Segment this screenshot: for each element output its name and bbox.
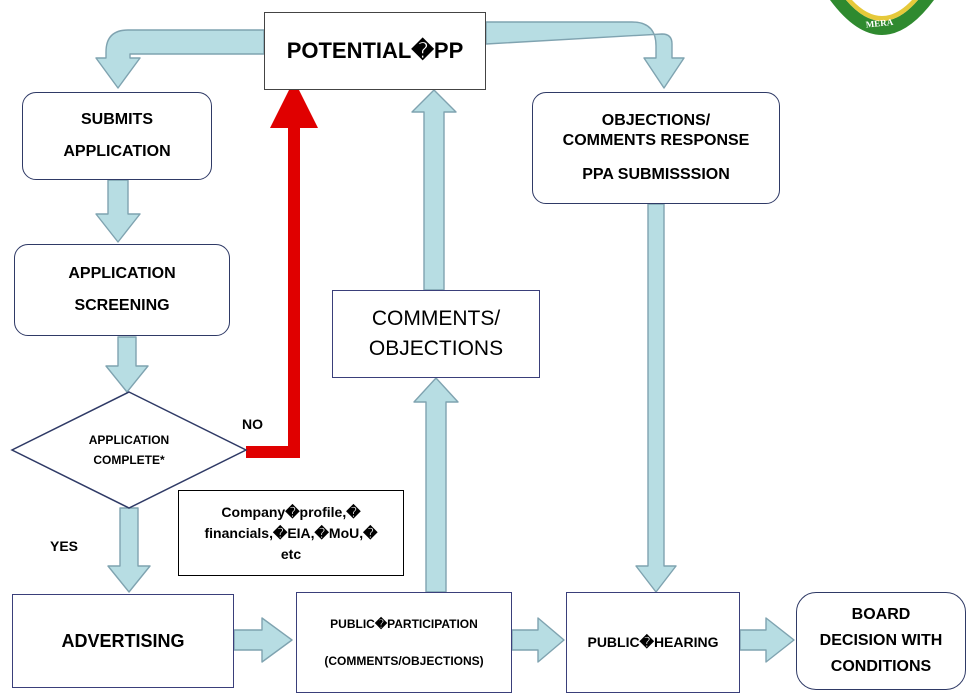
objections-line-1: OBJECTIONS/ [601, 112, 711, 129]
objections-response-node: OBJECTIONS/ COMMENTS RESPONSE PPA SUBMIS… [532, 92, 780, 204]
public-hearing-node: PUBLIC�HEARING [566, 592, 740, 693]
decision-line-1: APPLICATION [88, 433, 170, 447]
submits-application-node: SUBMITS APPLICATION [22, 92, 212, 180]
potential-ipp-label: POTENTIAL�PP [286, 38, 464, 64]
public-participation-node: PUBLIC�PARTICIPATION (COMMENTS/OBJECTION… [296, 592, 512, 693]
svg-text:MERA: MERA [865, 17, 894, 30]
screening-line-1: APPLICATION [68, 265, 176, 282]
arrow-hearing-to-board [739, 617, 795, 663]
arrow-advertising-to-participation [233, 617, 293, 663]
required-documents-note: Company�profile,� financials,�EIA,�MoU,�… [178, 490, 404, 576]
yes-branch-label: YES [50, 538, 79, 554]
arrow-participation-to-hearing [511, 617, 565, 663]
advertising-node: ADVERTISING [12, 594, 234, 688]
decision-line-2: COMPLETE* [93, 453, 165, 467]
participation-line-1: PUBLIC�PARTICIPATION [330, 616, 478, 631]
submits-line-2: APPLICATION [63, 143, 171, 160]
advertising-label: ADVERTISING [61, 630, 185, 651]
no-branch-label: NO [242, 416, 263, 432]
decision-diamond [10, 391, 248, 509]
arrow-potential-to-objections [485, 21, 685, 89]
objections-line-2: COMMENTS RESPONSE [562, 132, 750, 149]
notes-line-2: financials,�EIA,�MoU,� [204, 524, 378, 541]
comments-line-1: COMMENTS/ [371, 307, 501, 330]
application-complete-decision: APPLICATION COMPLETE* [12, 392, 246, 508]
board-line-2: DECISION WITH [819, 632, 943, 649]
board-line-3: CONDITIONS [830, 658, 932, 675]
arrow-objections-to-hearing [635, 203, 677, 593]
arrow-no-to-potential [246, 80, 318, 458]
ppa-submission-line: PPA SUBMISSSION [582, 166, 730, 183]
notes-line-3: etc [280, 545, 302, 562]
arrow-potential-to-submits [95, 29, 265, 89]
potential-ipp-node: POTENTIAL�PP [264, 12, 486, 90]
screening-line-2: SCREENING [74, 297, 170, 314]
arrow-decision-to-advertising [107, 507, 151, 593]
comments-objections-node: COMMENTS/ OBJECTIONS [332, 290, 540, 378]
submits-line-1: SUBMITS [81, 111, 153, 128]
notes-line-1: Company�profile,� [221, 503, 361, 520]
arrow-comments-to-potential [411, 89, 457, 291]
comments-line-2: OBJECTIONS [368, 337, 504, 360]
arrow-submits-to-screening [95, 179, 141, 243]
hearing-label: PUBLIC�HEARING [587, 633, 719, 650]
board-line-1: BOARD [851, 606, 911, 623]
regulator-seal-logo: MERA [822, 0, 942, 44]
arrow-participation-to-comments [413, 377, 459, 593]
board-decision-node: BOARD DECISION WITH CONDITIONS [796, 592, 966, 690]
participation-line-2: (COMMENTS/OBJECTIONS) [324, 653, 484, 668]
application-screening-node: APPLICATION SCREENING [14, 244, 230, 336]
arrow-screening-to-decision [105, 336, 149, 393]
